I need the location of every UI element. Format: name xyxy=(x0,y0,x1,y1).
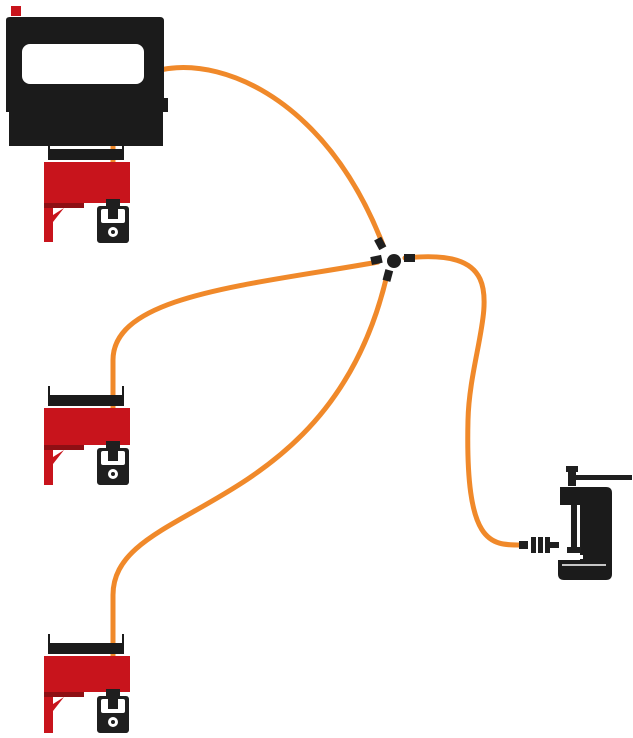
thermal-unit-top xyxy=(6,6,168,243)
power-indicator xyxy=(11,6,21,16)
cable-bottom xyxy=(110,272,390,696)
thermal-unit-bottom xyxy=(44,634,130,733)
y-junction-icon xyxy=(370,236,415,282)
ground-clamp-icon xyxy=(519,466,632,580)
cable-to-clamp xyxy=(402,254,524,548)
cable-middle xyxy=(110,259,381,450)
cable-group xyxy=(110,65,524,696)
thermal-unit-middle xyxy=(44,386,130,485)
